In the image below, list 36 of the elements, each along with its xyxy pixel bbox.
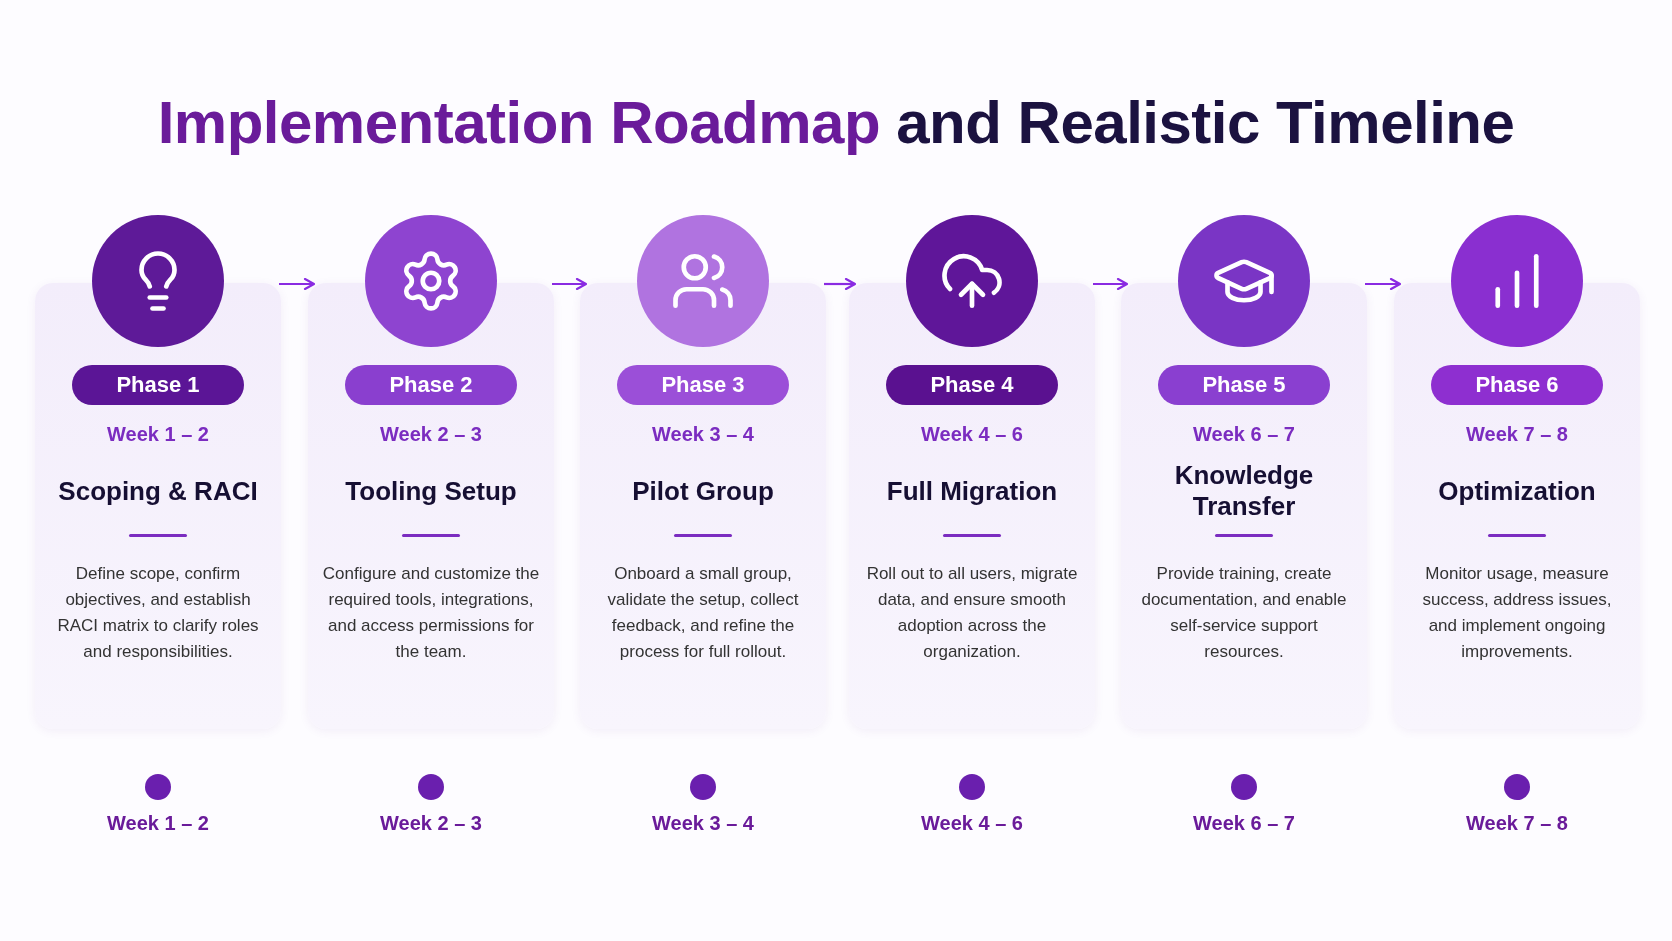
timeline-week-label: Week 7 – 8: [1465, 812, 1569, 835]
phase-badge: Phase 1: [72, 365, 244, 405]
phase-badge: Phase 4: [886, 365, 1058, 405]
phase-badge: Phase 6: [1431, 365, 1603, 405]
week-range: Week 3 – 4: [652, 423, 754, 446]
timeline-week-label: Week 1 – 2: [106, 812, 210, 835]
phase-badge: Phase 3: [617, 365, 789, 405]
phase-title: Tooling Setup: [344, 474, 518, 508]
phase-description: Provide training, create documentation, and enable self-service support resources.: [1140, 563, 1348, 663]
phase-description: Configure and customize the required tools, integrations, and access permissions for the team.: [321, 563, 541, 663]
phase-badge: Phase 5: [1158, 365, 1330, 405]
timeline-week-label: Week 6 – 7: [1192, 812, 1296, 835]
phase-title: Pilot Group: [631, 474, 775, 508]
phase-description: Define scope, confirm objectives, and establish RACI matrix to clarify roles and responsibilities.: [56, 563, 260, 663]
phase-description: Roll out to all users, migrate data, and ensure smooth adoption across the organization.: [865, 563, 1079, 663]
phase-title: Scoping & RACI: [57, 474, 259, 508]
week-range: Week 2 – 3: [380, 423, 482, 446]
arrow: [824, 277, 857, 291]
phase-title: Knowledge Transfer: [1173, 459, 1315, 523]
phase-title: Full Migration: [885, 474, 1059, 508]
arrow: [279, 277, 316, 291]
arrow: [552, 277, 588, 291]
timeline-week-label: Week 2 – 3: [379, 812, 483, 835]
arrow: [1365, 277, 1402, 291]
phase-badge: Phase 2: [345, 365, 517, 405]
timeline-week-label: Week 3 – 4: [651, 812, 755, 835]
arrow: [1093, 277, 1129, 291]
phase-description: Onboard a small group, validate the setup, collect feedback, and refine the process for full rollout.: [606, 563, 800, 663]
week-range: Week 7 – 8: [1466, 423, 1568, 446]
week-range: Week 4 – 6: [921, 423, 1023, 446]
week-range: Week 1 – 2: [107, 423, 209, 446]
title: Implementation Roadmap and Realistic Timeline: [156, 88, 1516, 157]
phase-description: Monitor usage, measure success, address issues, and implement ongoing improvements.: [1421, 563, 1613, 663]
phase-title: Optimization: [1437, 474, 1597, 508]
timeline-week-label: Week 4 – 6: [920, 812, 1024, 835]
week-range: Week 6 – 7: [1193, 423, 1295, 446]
